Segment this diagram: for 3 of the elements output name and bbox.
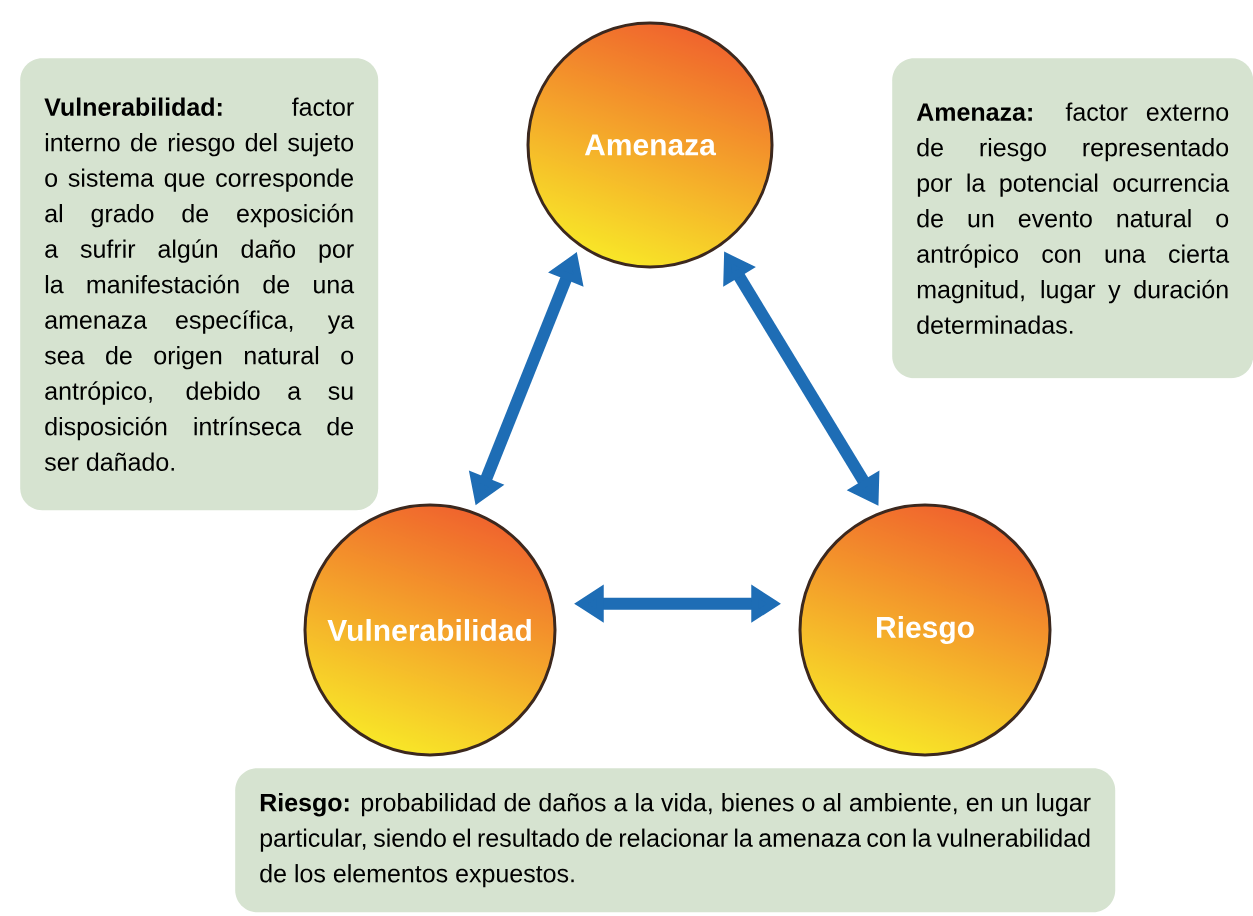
- definition-box: Vulnerabilidad: factor interno de riesgo del sujeto o sistema que corresponde al grado de exposición a sufrir algún daño por la manifestación de una amenaza específica, ya sea de origen natural o antrópico, debido a su disposición intrínseca de ser dañado.: [20, 58, 379, 511]
- definition-box: Amenaza: factor externo de riesgo representado por la potencial ocurrencia de un evento natural o antrópico con una cierta magnitud, lugar y duración determinadas.: [892, 58, 1253, 379]
- definition-box: Riesgo: probabilidad de daños a la vida, bienes o al ambiente, en un lugar particular, siendo el resultado de relacionar la amenaza con la vulnerabilidad de los elementos expuestos.: [235, 768, 1116, 913]
